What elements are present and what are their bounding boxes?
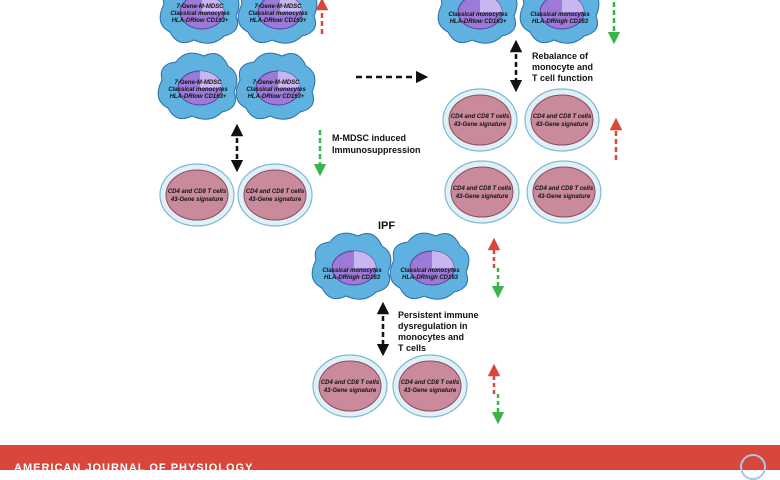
classical-label: Classical monocytes bbox=[170, 11, 230, 17]
caption-rebalance-2: monocyte and bbox=[532, 62, 593, 72]
tcell-label-2: 43-Gene signature bbox=[248, 197, 302, 203]
journal-footer-bar: AMERICAN JOURNAL OF PHYSIOLOGY bbox=[0, 445, 780, 480]
hla-label: HLA-DRlow CD163+ bbox=[250, 18, 307, 24]
classical-label: Classical monocytes bbox=[248, 11, 308, 17]
hla-label: HLA-DRlow CD163+ bbox=[170, 94, 227, 100]
ipf-title: IPF bbox=[378, 220, 395, 232]
tcell-label-1: CD4 and CD8 T cells bbox=[246, 189, 305, 195]
classical-label: Classical monocytes bbox=[246, 87, 306, 93]
tcell-label-1: CD4 and CD8 T cells bbox=[535, 186, 594, 192]
mdsc-name-label: 7-Gene-M-MDSC bbox=[252, 80, 300, 86]
caption-rebalance-1: Rebalance of bbox=[532, 51, 589, 61]
tcell-ipf-1: CD4 and CD8 T cells 43-Gene signature bbox=[312, 354, 388, 418]
hla-label: HLA-DRhigh CD163 bbox=[532, 19, 589, 25]
mdsc-name-label: 7-Gene-M-MDSC bbox=[176, 4, 224, 10]
journal-logo-icon bbox=[740, 454, 766, 480]
hla-label: HLA-DRhigh CD163 bbox=[324, 275, 381, 281]
monocyte-mdsc-row2-2: 7-Gene-M-MDSC Classical monocytes HLA-DR… bbox=[235, 52, 316, 120]
monocyte-mdsc-top-1: 7-Gene-M-MDSC Classical monocytes HLA-DR… bbox=[159, 0, 240, 44]
tcell-label-2: 43-Gene signature bbox=[537, 194, 591, 200]
tcell-label-2: 43-Gene signature bbox=[455, 194, 509, 200]
monocyte-right-top-2: Classical monocytes HLA-DRhigh CD163 bbox=[519, 0, 600, 44]
caption-persistent-2: dysregulation in bbox=[398, 321, 468, 331]
journal-name: AMERICAN JOURNAL OF PHYSIOLOGY bbox=[14, 462, 254, 474]
caption-immunosuppression-1: M-MDSC induced bbox=[332, 133, 406, 143]
tcell-label-2: 43-Gene signature bbox=[323, 388, 377, 394]
figure-diagram: 7-Gene-M-MDSC Classical monocytes HLA-DR… bbox=[157, 0, 623, 425]
tcell-left-2: CD4 and CD8 T cells 43-Gene signature bbox=[237, 163, 313, 227]
tcell-ipf-2: CD4 and CD8 T cells 43-Gene signature bbox=[392, 354, 468, 418]
tcell-left-1: CD4 and CD8 T cells 43-Gene signature bbox=[159, 163, 235, 227]
tcell-label-1: CD4 and CD8 T cells bbox=[533, 114, 592, 120]
monocyte-right-top-1: Classical monocytes HLA-DRlow CD163+ bbox=[437, 0, 518, 44]
tcell-label-2: 43-Gene signature bbox=[403, 388, 457, 394]
monocyte-mdsc-row2-1: 7-Gene-M-MDSC Classical monocytes HLA-DR… bbox=[157, 52, 238, 120]
mdsc-name-label: 7-Gene-M-MDSC bbox=[174, 80, 222, 86]
tcell-label-2: 43-Gene signature bbox=[453, 122, 507, 128]
classical-label: Classical monocytes bbox=[530, 12, 590, 18]
hla-label: HLA-DRlow CD163+ bbox=[450, 19, 507, 25]
hla-label: HLA-DRhigh CD163 bbox=[402, 275, 459, 281]
tcell-label-1: CD4 and CD8 T cells bbox=[453, 186, 512, 192]
tcell-label-1: CD4 and CD8 T cells bbox=[401, 380, 460, 386]
tcell-label-1: CD4 and CD8 T cells bbox=[451, 114, 510, 120]
tcell-label-1: CD4 and CD8 T cells bbox=[321, 380, 380, 386]
tcell-label-2: 43-Gene signature bbox=[170, 197, 224, 203]
monocyte-ipf-2: Classical monocytes HLA-DRhigh CD163 bbox=[389, 232, 470, 300]
tcell-right-2: CD4 and CD8 T cells 43-Gene signature bbox=[524, 88, 600, 152]
tcell-right-1: CD4 and CD8 T cells 43-Gene signature bbox=[442, 88, 518, 152]
hla-label: HLA-DRlow CD163+ bbox=[172, 18, 229, 24]
caption-persistent-1: Persistent immune bbox=[398, 310, 479, 320]
tcell-label-2: 43-Gene signature bbox=[535, 122, 589, 128]
caption-persistent-3: monocytes and bbox=[398, 332, 464, 342]
tcell-right-3: CD4 and CD8 T cells 43-Gene signature bbox=[444, 160, 520, 224]
tcell-right-4: CD4 and CD8 T cells 43-Gene signature bbox=[526, 160, 602, 224]
classical-label: Classical monocytes bbox=[168, 87, 228, 93]
caption-persistent-4: T cells bbox=[398, 343, 426, 353]
tcell-label-1: CD4 and CD8 T cells bbox=[168, 189, 227, 195]
hla-label: HLA-DRlow CD163+ bbox=[248, 94, 305, 100]
classical-label: Classical monocytes bbox=[448, 12, 508, 18]
caption-rebalance-3: T cell function bbox=[532, 73, 593, 83]
classical-label: Classical monocytes bbox=[322, 268, 382, 274]
monocyte-ipf-1: Classical monocytes HLA-DRhigh CD163 bbox=[311, 232, 392, 300]
monocyte-mdsc-top-2: 7-Gene-M-MDSC Classical monocytes HLA-DR… bbox=[237, 0, 318, 44]
caption-immunosuppression-2: Immunosuppression bbox=[332, 145, 421, 155]
mdsc-name-label: 7-Gene-M-MDSC bbox=[254, 4, 302, 10]
classical-label: Classical monocytes bbox=[400, 268, 460, 274]
